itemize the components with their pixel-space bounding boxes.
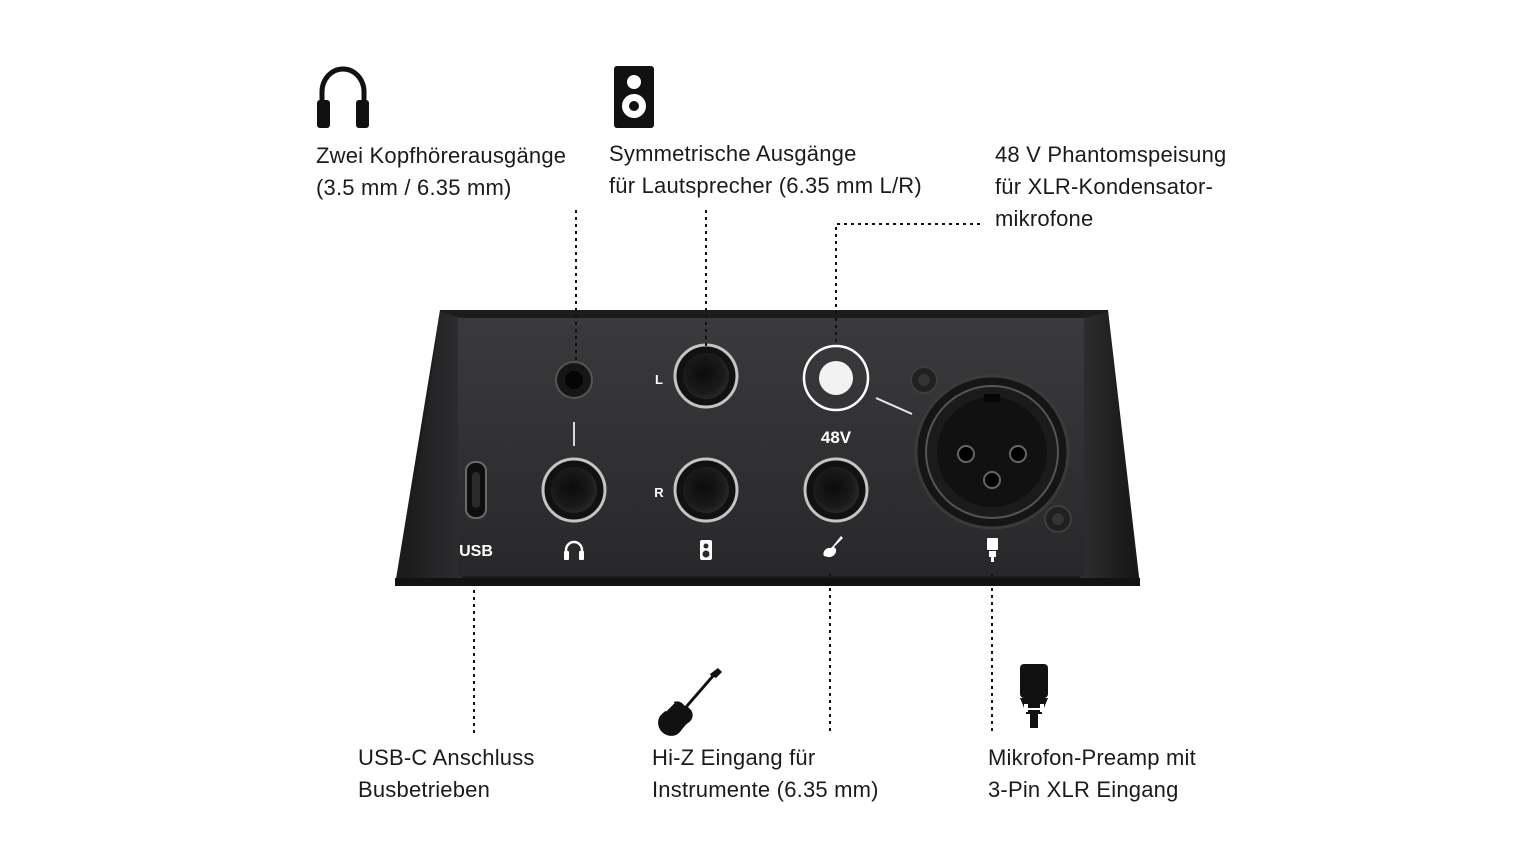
output-jack-left	[673, 343, 739, 409]
caption-phantom: 48 V Phantomspeisung für XLR-Kondensator…	[995, 139, 1227, 235]
phantom-power-button	[802, 344, 870, 412]
xlr-input	[914, 374, 1070, 530]
instrument-input-jack	[803, 457, 869, 523]
device-microphone-icon	[987, 538, 998, 562]
device-guitar-icon	[823, 536, 843, 558]
guitar-icon	[658, 668, 722, 736]
label-48v: 48V	[821, 428, 852, 447]
label-right: R	[654, 485, 664, 500]
caption-headphones-line1: Zwei Kopfhörerausgänge	[316, 143, 567, 168]
caption-phantom-line3: mikrofone	[995, 206, 1094, 231]
speaker-icon	[614, 66, 654, 128]
label-left: L	[655, 372, 663, 387]
headphone-jack-3-5mm	[555, 361, 593, 399]
caption-usb-line2: Busbetrieben	[358, 777, 491, 802]
caption-instrument: Hi-Z Eingang für Instrumente (6.35 mm)	[652, 742, 879, 806]
label-usb: USB	[459, 543, 493, 560]
usb-c-port	[465, 461, 487, 519]
caption-mic: Mikrofon-Preamp mit 3-Pin XLR Eingang	[988, 742, 1196, 806]
caption-mic-line2: 3-Pin XLR Eingang	[988, 777, 1179, 802]
screw-top	[910, 366, 938, 394]
leader-lines	[473, 210, 993, 735]
caption-instrument-line1: Hi-Z Eingang für	[652, 745, 816, 770]
caption-mic-line1: Mikrofon-Preamp mit	[988, 745, 1196, 770]
caption-headphones: Zwei Kopfhörerausgänge (3.5 mm / 6.35 mm…	[316, 140, 566, 204]
caption-headphones-line2: (3.5 mm / 6.35 mm)	[316, 175, 512, 200]
caption-instrument-line2: Instrumente (6.35 mm)	[652, 777, 879, 802]
headphones-icon	[317, 66, 369, 128]
output-jack-right	[673, 457, 739, 523]
caption-phantom-line2: für XLR-Kondensator-	[995, 174, 1213, 199]
caption-speakers-line2: für Lautsprecher (6.35 mm L/R)	[609, 173, 922, 198]
caption-usb-line1: USB-C Anschluss	[358, 745, 535, 770]
microphone-icon	[1020, 664, 1048, 728]
caption-speakers-line1: Symmetrische Ausgänge	[609, 141, 857, 166]
caption-speakers: Symmetrische Ausgänge für Lautsprecher (…	[609, 138, 922, 202]
caption-phantom-line1: 48 V Phantomspeisung	[995, 142, 1227, 167]
device-speaker-icon	[700, 540, 712, 560]
caption-usb: USB-C Anschluss Busbetrieben	[358, 742, 535, 806]
leader-phantom	[835, 223, 980, 346]
device-headphones-icon	[564, 540, 584, 560]
headphone-jack-6-35mm	[541, 457, 607, 523]
screw-bottom	[1044, 505, 1072, 533]
